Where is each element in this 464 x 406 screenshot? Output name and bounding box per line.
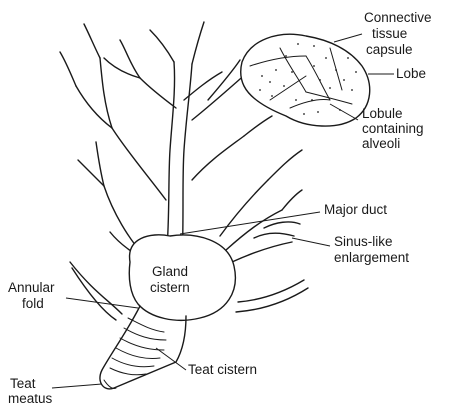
label-teat-cistern: Teat cistern xyxy=(188,362,257,377)
label-fold: fold xyxy=(22,296,44,311)
label-annular: Annular xyxy=(8,280,55,295)
leader-connective-capsule xyxy=(334,34,362,42)
label-sinus-like: Sinus-like xyxy=(334,234,393,249)
label-connective: Connective xyxy=(364,10,432,25)
label-alveoli: alveoli xyxy=(362,136,400,151)
label-lobe: Lobe xyxy=(396,66,426,81)
label-capsule: capsule xyxy=(366,42,413,57)
lobe-cross-section xyxy=(241,34,370,126)
label-meatus: meatus xyxy=(8,391,53,406)
leader-sinus xyxy=(292,238,330,246)
label-containing: containing xyxy=(362,121,424,136)
leader-teat-meatus xyxy=(52,384,102,388)
leader-annular-fold xyxy=(66,298,138,308)
label-gland: Gland xyxy=(152,264,188,279)
labels: Connective tissue capsule Lobe Lobule co… xyxy=(8,10,432,406)
label-teat: Teat xyxy=(10,376,36,391)
label-tissue: tissue xyxy=(372,26,407,41)
label-enlargement: enlargement xyxy=(334,250,409,265)
label-lobule: Lobule xyxy=(362,106,403,121)
label-major-duct: Major duct xyxy=(324,202,387,217)
label-cistern: cistern xyxy=(150,280,190,295)
